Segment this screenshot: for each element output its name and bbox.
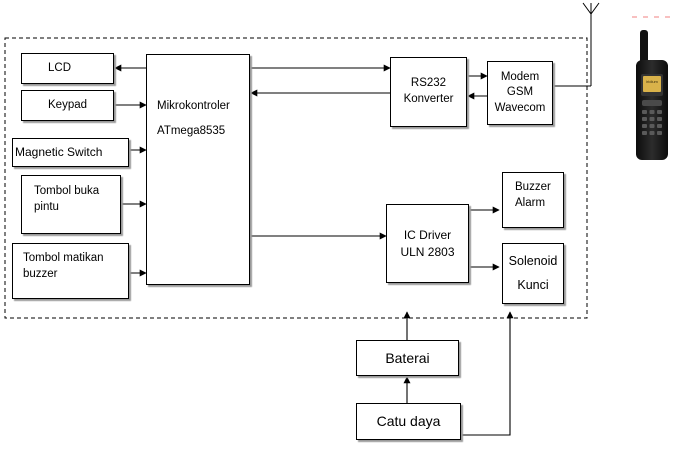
mikrokontroler-block: Mikrokontroler ATmega8535 [146, 54, 250, 285]
solenoid-line1: Solenoid [508, 254, 558, 269]
tombol-matikan-line1: Tombol matikan [23, 252, 104, 264]
mikrokontroler-line1: Mikrokontroler [157, 100, 230, 112]
modem-line3: Wavecom [494, 101, 546, 114]
phone-screen-logo: iridium [646, 79, 658, 84]
solenoid-kunci-block: Solenoid Kunci [502, 243, 564, 304]
catu-daya-label: Catu daya [376, 413, 441, 430]
modem-line1: Modem [500, 70, 540, 83]
baterai-label: Baterai [385, 349, 430, 366]
tombol-buka-line2: pintu [34, 200, 59, 213]
arrow-catudaya-system [460, 311, 514, 436]
tombol-matikan-block: Tombol matikan buzzer [12, 243, 129, 299]
ic-driver-line2: ULN 2803 [400, 244, 455, 259]
tombol-buka-line1: Tombol buka [34, 185, 100, 197]
tombol-buka-block: Tombol buka pintu [21, 175, 121, 234]
rs232-line2: Konverter [403, 93, 454, 105]
rs232-line1: RS232 [410, 77, 447, 90]
buzzer-line2: Alarm [515, 196, 546, 209]
keypad-label: Keypad [48, 98, 88, 111]
buzzer-alarm-block: Buzzer Alarm [502, 172, 564, 228]
system-boundary [4, 37, 588, 319]
catu-daya-block: Catu daya [356, 403, 461, 440]
antenna-icon [553, 2, 600, 87]
lcd-block: LCD [21, 53, 114, 84]
modem-line2: GSM [506, 86, 534, 99]
buzzer-line1: Buzzer [515, 181, 551, 193]
magnetic-switch-block: Magnetic Switch [12, 138, 129, 167]
keypad-block: Keypad [21, 90, 114, 121]
ic-driver-line1: IC Driver [403, 228, 452, 243]
magnetic-switch-label: Magnetic Switch [15, 145, 103, 160]
solenoid-line2: Kunci [517, 277, 549, 292]
ic-driver-block: IC Driver ULN 2803 [386, 204, 469, 283]
rs232-converter-block: RS232 Konverter [390, 57, 467, 127]
baterai-block: Baterai [356, 340, 459, 376]
modem-gsm-block: Modem GSM Wavecom [487, 61, 553, 125]
mikrokontroler-line2: ATmega8535 [157, 124, 226, 137]
satellite-phone-icon: iridium [636, 30, 668, 160]
lcd-label: LCD [48, 61, 72, 74]
tombol-matikan-line2: buzzer [23, 267, 58, 280]
